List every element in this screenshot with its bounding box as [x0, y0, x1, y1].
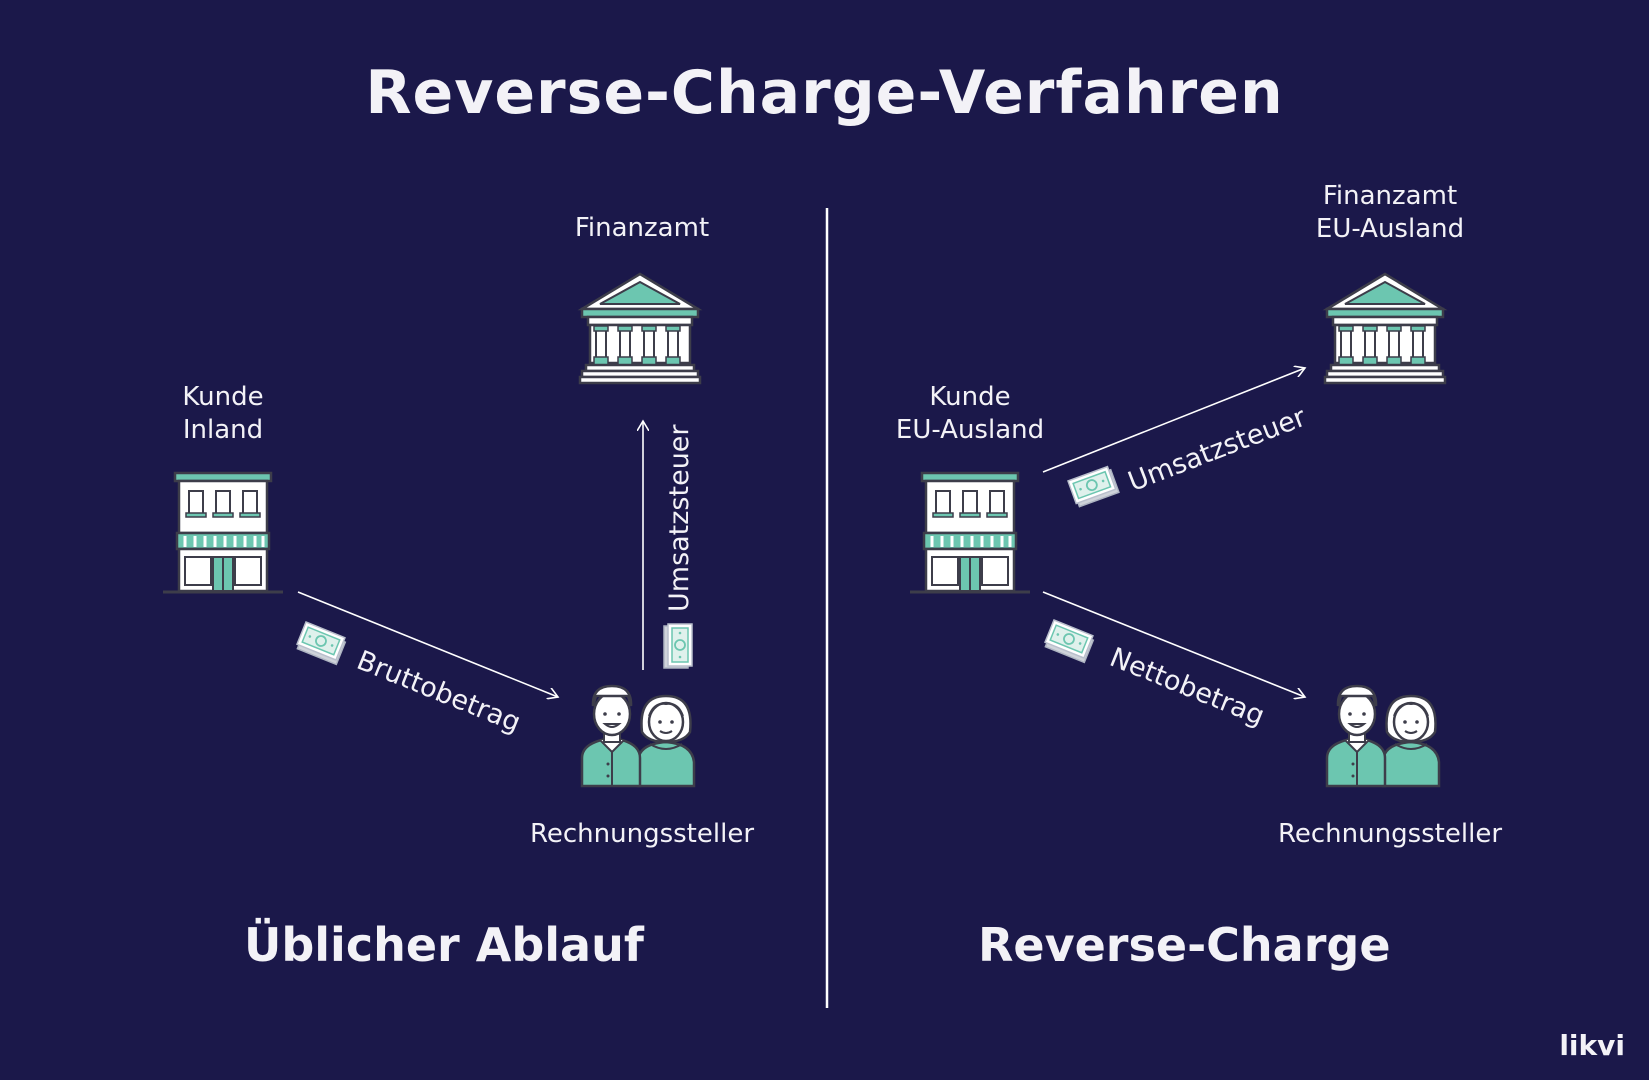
brand-logo: likvi [1559, 1029, 1625, 1062]
tax-office-building-icon [578, 272, 702, 385]
customer-label-right: Kunde EU-Ausland [850, 381, 1090, 447]
biller-label-left: Rechnungssteller [529, 819, 755, 849]
biller-label-right: Rechnungssteller [1277, 819, 1503, 849]
arrow-nettobetrag [1042, 591, 1305, 697]
tax-office-label-eu: Finanzamt EU-Ausland [1270, 180, 1510, 246]
people-couple-icon [1325, 684, 1441, 788]
people-couple-icon [580, 684, 696, 788]
arrow-bruttobetrag [297, 591, 558, 697]
arrow-umsatzsteuer-right [1042, 368, 1305, 473]
page-title: Reverse-Charge-Verfahren [365, 58, 1284, 128]
customer-label-line2: EU-Ausland [895, 415, 1045, 445]
section-title-right: Reverse-Charge [978, 918, 1391, 972]
customer-label-left: Kunde Inland [123, 381, 323, 447]
tax-office-building-icon [1323, 272, 1447, 385]
shop-building-icon [908, 471, 1032, 594]
tax-office-label: Finanzamt [574, 213, 710, 243]
banknote-icon [1042, 619, 1096, 664]
customer-label-line1: Kunde [929, 382, 1011, 412]
banknote-icon [1067, 465, 1120, 509]
tax-office-label-line2: EU-Ausland [1315, 214, 1465, 244]
customer-label-line2: Inland [182, 415, 264, 445]
tax-office-label-line1: Finanzamt [1322, 181, 1458, 211]
banknote-icon [294, 621, 348, 666]
shop-building-icon [161, 471, 285, 594]
arrow-label-umsatzsteuer-left: Umsatzsteuer [664, 424, 695, 612]
customer-label-line1: Kunde [182, 382, 264, 412]
section-title-left: Üblicher Ablauf [244, 918, 644, 972]
banknote-icon [663, 623, 693, 669]
